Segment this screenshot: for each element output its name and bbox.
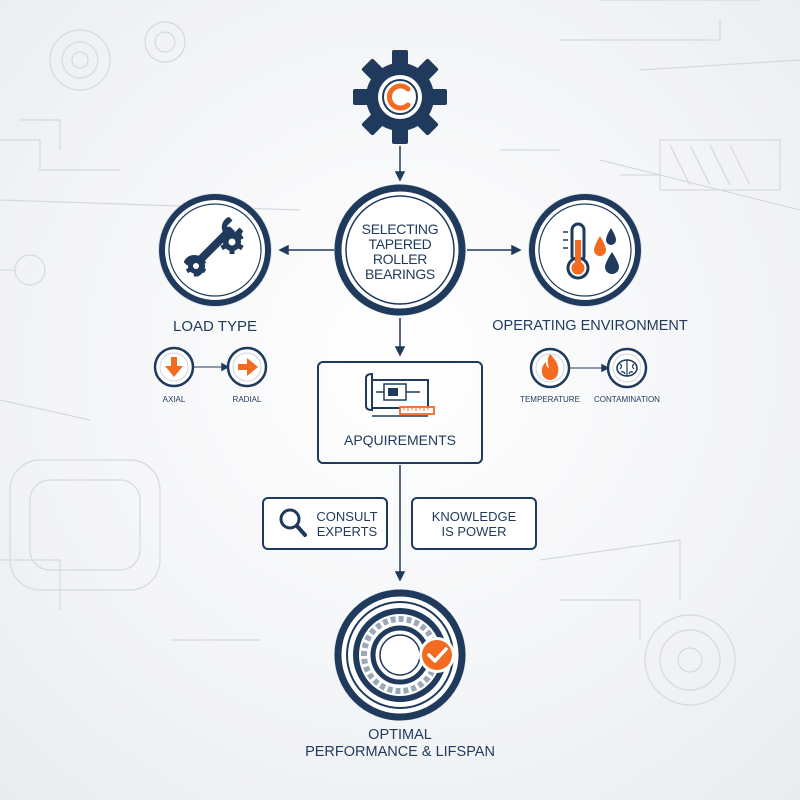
axial-label: Axial: [162, 395, 186, 404]
result-line-2: Performance & Lifspan: [305, 744, 495, 760]
background-blueprint: [0, 0, 800, 706]
knowledge-label: Knowledge is Power: [411, 509, 537, 539]
gear-icon: [353, 50, 447, 144]
temperature-label: Temperature: [520, 395, 580, 404]
knowledge-box: [411, 497, 537, 550]
brain-icon: [606, 347, 648, 389]
consult-line-2: Experts: [316, 524, 378, 539]
requirements-box: [317, 361, 483, 464]
consult-experts-label: Consult Experts: [312, 509, 382, 539]
contamination-label: Contamination: [594, 395, 660, 404]
blueprint-icon: [365, 372, 435, 417]
check-icon: [419, 637, 455, 673]
center-circle: [334, 184, 466, 316]
result-label: Optimal Performance & Lifspan: [260, 727, 540, 761]
down-arrow-icon: [153, 346, 195, 388]
connectors: [193, 146, 610, 582]
operating-environment-title: Operating Environment: [492, 318, 688, 334]
consult-line-1: Consult: [316, 509, 378, 524]
center-line-2: Tapered: [368, 236, 432, 252]
flame-icon: [529, 347, 571, 389]
radial-label: Radial: [232, 395, 262, 404]
knowledge-line-2: is Power: [441, 524, 507, 539]
requirements-label: Apquirements: [343, 432, 456, 448]
center-line-3: Roller: [372, 251, 428, 267]
knowledge-line-1: Knowledge: [431, 509, 517, 524]
load-type-title: Load Type: [173, 318, 257, 335]
thermometer-drops-icon: [528, 193, 642, 307]
wrench-gears-icon: [158, 193, 272, 307]
center-title: Selecting Tapered Roller Bearings: [352, 222, 448, 282]
center-line-4: Bearings: [365, 266, 435, 282]
result-line-1: Optimal: [368, 727, 432, 743]
center-line-1: Selecting: [361, 221, 439, 237]
right-arrow-icon: [226, 346, 268, 388]
bearing-icon: [334, 589, 466, 721]
consult-magnifier: [279, 508, 307, 537]
